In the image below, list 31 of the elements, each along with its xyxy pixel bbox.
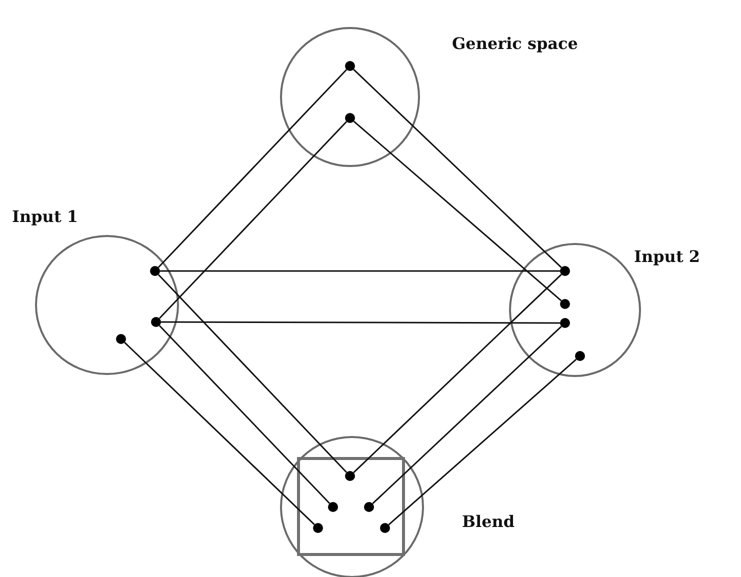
point-dot bbox=[116, 334, 126, 344]
mapping-line bbox=[158, 121, 348, 319]
mapping-line bbox=[372, 326, 562, 504]
point-dot bbox=[560, 299, 570, 309]
space-heading: Input 2 bbox=[634, 247, 700, 266]
mapping-line bbox=[353, 274, 562, 474]
space-heading: Input 1 bbox=[12, 207, 78, 226]
mapping-line bbox=[161, 321, 560, 324]
mapping-line bbox=[158, 69, 348, 268]
point-dot bbox=[151, 317, 161, 327]
point-dot bbox=[150, 266, 160, 276]
point-dot bbox=[560, 318, 570, 328]
point-dot bbox=[345, 113, 355, 123]
square-frame bbox=[297, 456, 405, 556]
space-heading: Blend bbox=[462, 512, 515, 531]
mapping-line bbox=[353, 68, 562, 268]
point-dot bbox=[364, 502, 374, 512]
mapping-line bbox=[353, 120, 562, 302]
mapping-line bbox=[158, 325, 330, 504]
point-dot bbox=[345, 61, 355, 71]
point-dot bbox=[345, 471, 355, 481]
point-dot bbox=[328, 502, 338, 512]
mapping-line bbox=[158, 274, 348, 473]
mapping-line bbox=[124, 342, 315, 526]
point-dot bbox=[380, 523, 390, 533]
mapping-line bbox=[160, 270, 560, 272]
space-heading: Generic space bbox=[452, 34, 578, 53]
mapping-line bbox=[388, 358, 577, 526]
point-dot bbox=[313, 523, 323, 533]
point-dot bbox=[575, 351, 585, 361]
point-dot bbox=[560, 266, 570, 276]
